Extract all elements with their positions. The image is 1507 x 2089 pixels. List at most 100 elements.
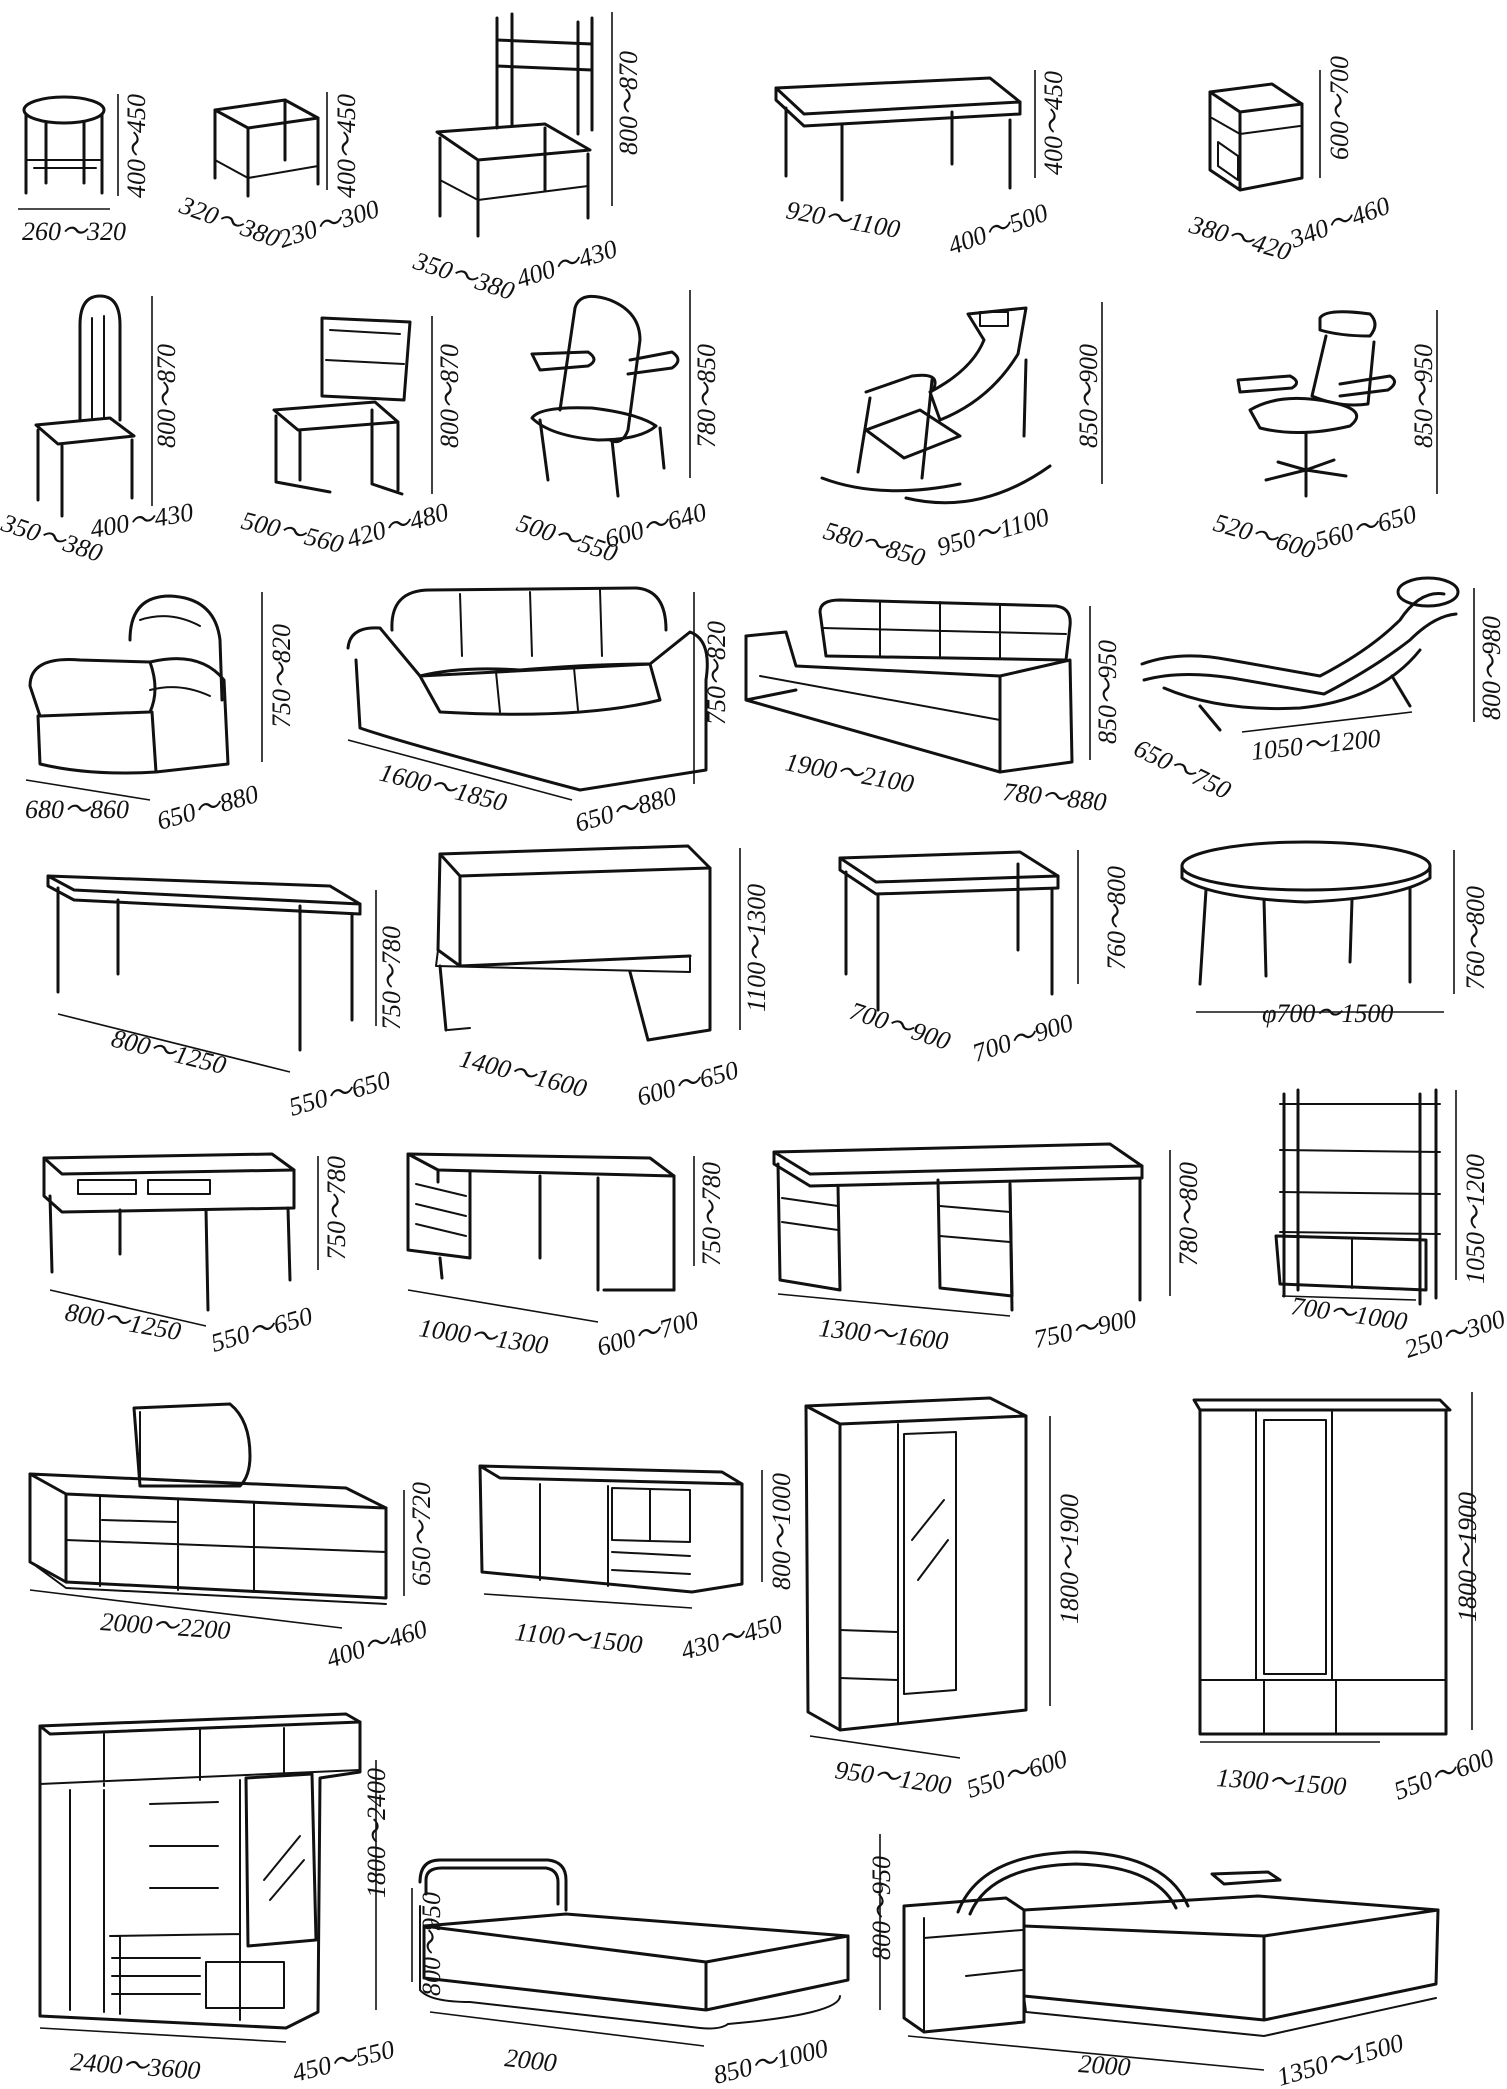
double-pedestal-desk-depth-label: 750～900 [1031, 1304, 1139, 1354]
three-seat-sofa-height-label: 750～820 [702, 621, 731, 725]
two-door-wardrobe-width-label: 950～1200 [833, 1755, 953, 1800]
round-dining-table: 760～800 φ700～1500 [1180, 840, 1490, 1028]
single-sofa-width-label: 680～860 [25, 795, 129, 824]
three-seat-sofa-drawing [346, 586, 709, 792]
nightstand: 600～700 380～420 340～460 [1185, 56, 1393, 266]
pedestal-desk: 750～780 1000～1300 600～700 [406, 1152, 726, 1362]
writing-desk-height-label: 750～780 [322, 1156, 351, 1260]
coffee-table-length-label: 920～1100 [784, 195, 902, 244]
rocking-chair-drawing [820, 306, 1052, 505]
armchair-height-label: 780～850 [692, 344, 721, 448]
single-bed: 800～950 2000 850～1000 [411, 1858, 850, 2089]
rocking-chair-depth-label: 950～1100 [934, 502, 1053, 562]
sideboard-length-label: 1100～1500 [513, 1617, 643, 1659]
shelving-unit-depth-label: 250～300 [1401, 1304, 1507, 1364]
chaise-longue-height-label: 800～980 [1477, 616, 1506, 720]
sled-chair-drawing [272, 316, 412, 496]
sideboard-height-label: 800～1000 [767, 1473, 796, 1590]
wall-unit-drawing [38, 1712, 362, 2030]
round-dining-table-height-label: 760～800 [1461, 886, 1490, 990]
sideboard-depth-label: 430～450 [678, 1609, 786, 1666]
tv-cabinet: 650～720 2000～2200 400～460 [28, 1402, 436, 1674]
round-stool: 400～450 260～320 [18, 94, 151, 246]
ladder-back-chair-drawing [435, 12, 594, 238]
rocking-chair-height-label: 850～900 [1074, 344, 1103, 448]
wall-unit-height-label: 1800～2400 [362, 1768, 391, 1898]
double-bed-width-label: 1350～1500 [1274, 2028, 1407, 2089]
two-door-wardrobe-height-label: 1800～1900 [1055, 1494, 1084, 1624]
office-swivel-chair-width-label: 520～600 [1210, 508, 1318, 565]
two-door-wardrobe-drawing [804, 1396, 1028, 1732]
double-pedestal-desk: 780～800 1300～1600 750～900 [772, 1142, 1203, 1356]
futon-sofa-depth-label: 780～880 [1001, 777, 1107, 817]
coffee-table-drawing [774, 76, 1022, 202]
console-table-height-label: 750～780 [377, 926, 406, 1030]
console-table-drawing [46, 874, 362, 1052]
round-dining-table-drawing [1180, 840, 1432, 986]
single-bed-drawing [418, 1858, 850, 2030]
double-pedestal-desk-length-label: 1300～1600 [817, 1313, 949, 1355]
double-bed-drawing [902, 1850, 1440, 2037]
shelving-unit-height-label: 1050～1200 [1461, 1154, 1490, 1284]
ladder-back-chair: 800～870 350～380 400～430 [409, 12, 643, 306]
sideboard: 800～1000 1100～1500 430～450 [478, 1464, 796, 1666]
chaise-longue: 800～980 650～750 1050～1200 [1129, 576, 1506, 805]
double-pedestal-desk-height-label: 780～800 [1174, 1162, 1203, 1266]
single-sofa-depth-label: 650～880 [154, 779, 262, 836]
armchair: 780～850 500～550 600～640 [513, 290, 721, 568]
writing-desk-drawing [42, 1152, 296, 1312]
two-door-wardrobe-depth-label: 550～600 [963, 1744, 1071, 1804]
coffee-table: 400～450 920～1100 400～500 [774, 70, 1068, 261]
tv-cabinet-drawing [28, 1402, 388, 1605]
three-door-wardrobe-height-label: 1800～1900 [1453, 1492, 1482, 1622]
single-bed-width-label: 850～1000 [710, 2033, 831, 2089]
writing-desk-length-label: 800～1250 [63, 1297, 183, 1346]
futon-sofa-drawing [744, 598, 1074, 774]
three-door-wardrobe: 1800～1900 1300～1500 550～600 [1192, 1392, 1498, 1806]
wall-unit-length-label: 2400～3600 [70, 2047, 202, 2085]
double-bed-length-label: 2000 [1078, 2049, 1132, 2082]
round-stool-height-label: 400～450 [122, 94, 151, 198]
upright-piano: 1100～1300 1400～1600 600～650 [435, 844, 771, 1112]
sled-chair-width-label: 500～560 [239, 506, 347, 559]
wall-unit-depth-label: 450～550 [289, 2035, 397, 2088]
coffee-table-height-label: 400～450 [1039, 71, 1068, 175]
double-bed-height-label: 800～950 [867, 1856, 896, 1960]
tv-cabinet-depth-label: 400～460 [323, 1614, 431, 1674]
upright-piano-width-label: 1400～1600 [457, 1044, 590, 1104]
sideboard-drawing [478, 1464, 744, 1594]
console-table-length-label: 800～1250 [109, 1024, 230, 1080]
double-bed: 800～950 2000 1350～1500 [867, 1834, 1440, 2089]
console-table: 750～780 800～1250 550～650 [46, 874, 406, 1122]
chaise-longue-width-label: 650～750 [1129, 733, 1235, 805]
office-swivel-chair-depth-label: 560～650 [1312, 499, 1420, 556]
single-sofa: 750～820 680～860 650～880 [25, 592, 296, 836]
pedestal-desk-length-label: 1000～1300 [417, 1313, 550, 1360]
upright-piano-height-label: 1100～1300 [742, 884, 771, 1012]
pedestal-desk-height-label: 750～780 [697, 1162, 726, 1266]
shelving-unit: 1050～1200 700～1000 250～300 [1274, 1088, 1507, 1364]
single-sofa-drawing [28, 594, 230, 775]
square-stool-width-label: 320～380 [175, 190, 284, 253]
nightstand-height-label: 600～700 [1325, 56, 1354, 160]
nightstand-width-label: 380～420 [1185, 210, 1294, 267]
rocking-chair-width-label: 580～850 [820, 516, 928, 573]
armchair-drawing [530, 294, 680, 498]
futon-sofa-height-label: 850～950 [1093, 640, 1122, 744]
futon-sofa: 850～950 1900～2100 780～880 [744, 598, 1122, 817]
nightstand-drawing [1208, 82, 1304, 192]
writing-desk: 750～780 800～1250 550～650 [42, 1152, 351, 1358]
square-stool-depth-label: 230～300 [275, 194, 383, 254]
square-stool-drawing [213, 98, 320, 198]
chaise-longue-drawing [1140, 576, 1460, 732]
shelving-unit-drawing [1274, 1088, 1441, 1306]
arched-back-chair: 800～870 350～380 400～430 [0, 294, 195, 568]
futon-sofa-width-label: 1900～2100 [783, 747, 916, 798]
double-pedestal-desk-drawing [772, 1142, 1144, 1312]
round-dining-table-width-label: φ700～1500 [1262, 999, 1393, 1028]
ladder-back-chair-depth-label: 400～430 [513, 234, 621, 294]
sled-chair-height-label: 800～870 [435, 344, 464, 448]
square-stool: 400～450 320～380 230～300 [175, 92, 383, 254]
round-stool-drawing [22, 95, 106, 195]
